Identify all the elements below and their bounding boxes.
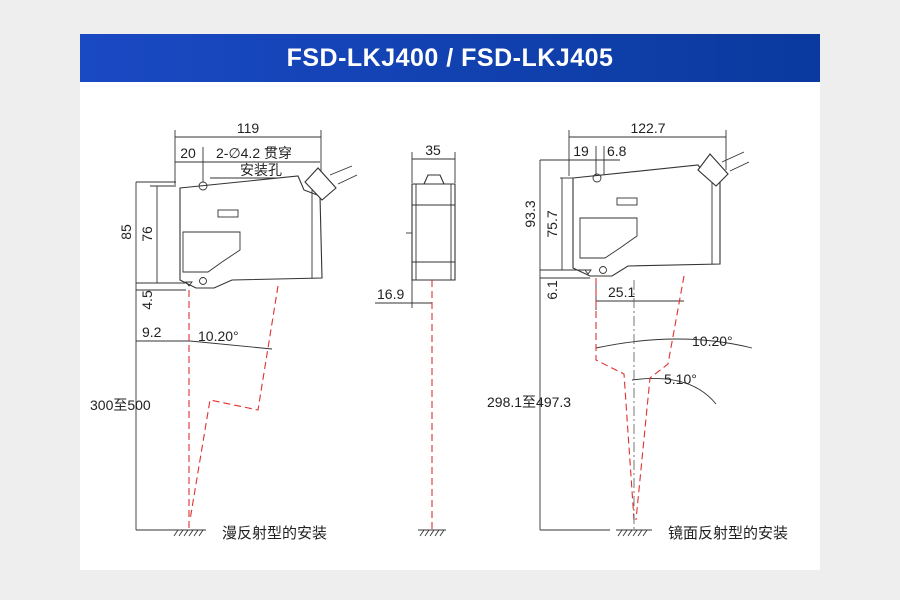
- right-dim-width: 122.7: [630, 120, 665, 136]
- middle-dim-offset: 16.9: [377, 286, 404, 302]
- right-angle-inner: 5.10°: [664, 371, 697, 387]
- left-dim-offset: 20: [180, 145, 196, 161]
- left-hole-note-1: 2-∅4.2 贯穿: [216, 145, 292, 161]
- left-dim-height: 85: [118, 224, 134, 240]
- page-title: FSD-LKJ400 / FSD-LKJ405: [80, 34, 820, 82]
- right-dim-height-inner: 75.7: [544, 210, 560, 237]
- left-dim-height-inner: 76: [139, 226, 155, 242]
- left-dim-beam-offset: 9.2: [142, 324, 162, 340]
- left-dim-lower: 4.5: [139, 290, 155, 310]
- left-dim-width: 119: [237, 120, 260, 136]
- left-hole-note-2: 安装孔: [240, 162, 282, 178]
- right-dim-lower: 6.1: [544, 280, 560, 300]
- left-range: 300至500: [90, 397, 151, 413]
- right-caption: 镜面反射型的安装: [668, 524, 788, 542]
- right-dim-height: 93.3: [522, 200, 538, 227]
- middle-dim-width: 35: [425, 142, 441, 158]
- left-angle: 10.20°: [198, 328, 239, 344]
- right-dim-offset-b: 6.8: [607, 143, 627, 159]
- left-view: 119 20 2-∅4.2 贯穿 安装孔 85 76 4.5 9.2: [90, 120, 358, 542]
- right-range: 298.1至497.3: [487, 394, 571, 410]
- left-caption: 漫反射型的安装: [222, 524, 327, 542]
- right-dim-beam-gap: 25.1: [608, 284, 635, 300]
- right-dim-offset-a: 19: [573, 143, 589, 159]
- middle-view: 35 16.9: [375, 142, 456, 537]
- drawing-card: [80, 34, 820, 570]
- right-angle-outer: 10.20°: [692, 333, 733, 349]
- right-view: 122.7 19 6.8 93.3 75.7 6.1 25.1 10.20°: [487, 120, 788, 542]
